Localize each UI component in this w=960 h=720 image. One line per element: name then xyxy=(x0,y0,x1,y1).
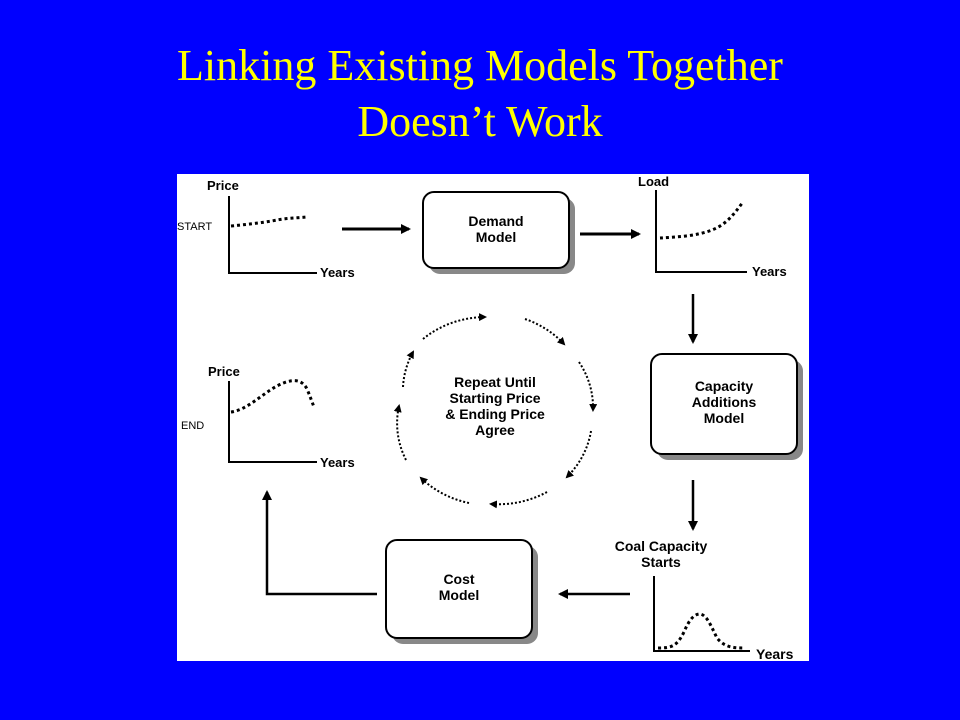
end-chart-xlabel: Years xyxy=(320,455,355,470)
load-chart-xlabel: Years xyxy=(752,264,787,279)
end-chart-axes xyxy=(228,381,317,463)
capacity-model-line3: Model xyxy=(704,410,744,426)
start-chart-marker: START xyxy=(177,221,212,233)
cost-model-line2: Model xyxy=(439,587,479,603)
slide-title-line1: Linking Existing Models Together xyxy=(177,41,783,90)
end-price-chart: Price END Years xyxy=(181,364,355,470)
cycle-arc-7 xyxy=(393,404,407,461)
cycle-arc-2 xyxy=(524,318,566,346)
end-chart-ylabel: Price xyxy=(208,364,240,379)
coal-capacity-starts-chart: Coal Capacity Starts Years xyxy=(615,538,794,662)
start-chart-axes xyxy=(228,196,317,274)
start-price-chart: Price START Years xyxy=(177,178,355,280)
demand-model-line1: Demand xyxy=(468,213,523,229)
capacity-additions-model-box: Capacity Additions Model xyxy=(650,353,803,460)
cycle-arc-6 xyxy=(419,476,470,504)
cycle-arc-8 xyxy=(402,350,414,388)
repeat-cycle: Repeat Until Starting Price & Ending Pri… xyxy=(393,313,598,509)
load-chart-ylabel: Load xyxy=(638,174,669,189)
diagram-canvas: Price START Years Demand Model Load Year… xyxy=(177,174,803,662)
coal-chart-title-line1: Coal Capacity xyxy=(615,538,708,554)
cycle-arc-1 xyxy=(422,313,487,340)
cycle-text-line4: Agree xyxy=(475,422,515,438)
cycle-text-line1: Repeat Until xyxy=(454,374,536,390)
cycle-text-line2: Starting Price xyxy=(449,390,540,406)
coal-chart-title-line2: Starts xyxy=(641,554,681,570)
end-chart-marker: END xyxy=(181,420,204,432)
coal-chart-axes xyxy=(653,576,750,652)
load-chart: Load Years xyxy=(638,174,787,279)
start-chart-ylabel: Price xyxy=(207,178,239,193)
cycle-arc-5 xyxy=(489,491,548,509)
end-chart-curve xyxy=(230,379,316,414)
start-chart-curve xyxy=(230,215,308,228)
arrow-cost-to-end xyxy=(262,490,377,596)
slide-title-line2: Doesn’t Work xyxy=(357,97,603,146)
demand-model-line2: Model xyxy=(476,229,516,245)
capacity-model-line2: Additions xyxy=(692,394,757,410)
cycle-arrows xyxy=(393,313,598,509)
demand-model-box: Demand Model xyxy=(422,191,575,274)
load-chart-axes xyxy=(655,190,747,273)
load-chart-curve xyxy=(659,201,745,240)
cycle-arc-4 xyxy=(565,430,592,479)
cycle-arc-3 xyxy=(578,361,598,412)
model-loop-diagram: Price START Years Demand Model Load Year… xyxy=(177,174,809,662)
cycle-text-line3: & Ending Price xyxy=(445,406,545,422)
start-chart-xlabel: Years xyxy=(320,265,355,280)
capacity-model-line1: Capacity xyxy=(695,378,754,394)
coal-chart-curve xyxy=(657,612,746,650)
slide-title: Linking Existing Models Together Doesn’t… xyxy=(0,38,960,150)
cost-model-box: Cost Model xyxy=(385,539,538,644)
cost-model-line1: Cost xyxy=(443,571,474,587)
coal-chart-xlabel: Years xyxy=(756,646,794,661)
